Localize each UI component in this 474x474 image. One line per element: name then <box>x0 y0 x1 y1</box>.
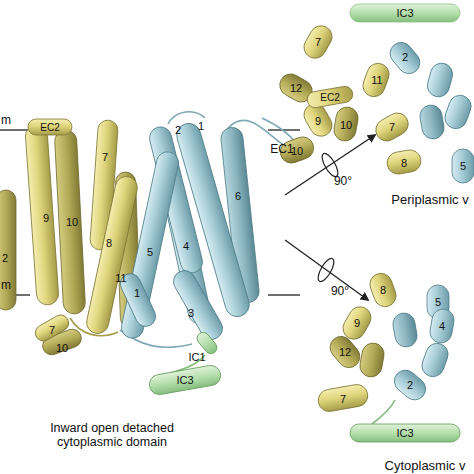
rotation-symbol <box>315 256 337 284</box>
loop <box>372 400 395 424</box>
helix-number: 10 <box>56 342 68 354</box>
structure-label: m <box>1 279 11 292</box>
helix-number: 2 <box>402 51 408 63</box>
helix-cylinder <box>419 340 451 379</box>
helix-number: 12 <box>339 346 351 358</box>
helix-cylinder <box>452 149 474 183</box>
structure-label: Inward open detached cytoplasmic domain <box>50 422 174 450</box>
structure-label: IC3 <box>396 427 413 439</box>
helix-number: 2 <box>175 124 181 136</box>
helix-number: 5 <box>147 246 153 258</box>
helix-number: 1 <box>134 287 140 299</box>
helix-number: 9 <box>43 212 49 224</box>
membrane-line <box>268 294 300 295</box>
helix-cylinder <box>339 303 375 343</box>
membrane-line <box>0 129 30 130</box>
structure-label: EC1 <box>270 143 293 156</box>
structure-label: m <box>1 114 11 127</box>
helix-cylinder <box>360 60 392 99</box>
helix-number: 10 <box>340 119 352 131</box>
helix-number: 7 <box>315 36 321 48</box>
helix-cylinder <box>358 341 386 378</box>
helix-cylinder <box>442 92 474 131</box>
helix-number: 1 <box>198 120 204 132</box>
structure-label: 90° <box>334 175 352 188</box>
structure-label: IC3 <box>176 374 193 386</box>
structure-label: Periplasmic v <box>391 193 468 207</box>
helix-cylinder <box>306 85 354 109</box>
helix-number: 8 <box>106 237 112 249</box>
helix-cylinder <box>390 366 430 405</box>
helix-cylinder <box>32 312 71 344</box>
helix-number: 8 <box>380 284 386 296</box>
structure-label: EC2 <box>320 92 339 103</box>
helix-cylinder <box>372 109 412 145</box>
helix-number: 10 <box>66 216 78 228</box>
helix-number: 11 <box>115 272 126 284</box>
helix-cylinder <box>0 190 16 310</box>
loop <box>70 318 118 336</box>
helix-number: 7 <box>49 324 55 336</box>
helix-cylinder <box>350 4 460 22</box>
helix-number: 11 <box>371 74 382 86</box>
helix-cylinder <box>316 383 369 413</box>
structure-label: Cytoplasmic v <box>385 459 466 473</box>
helix-cylinder <box>54 130 86 315</box>
structure-label: 90° <box>331 285 349 298</box>
helix-number: 10 <box>291 145 303 157</box>
helix-number: 9 <box>354 317 360 329</box>
helix-number: 12 <box>290 82 302 94</box>
helix-number: 2 <box>407 379 413 391</box>
helix-number: 2 <box>2 252 8 264</box>
helix-cylinder <box>148 364 222 396</box>
helix-cylinder <box>418 103 446 140</box>
helix-cylinder <box>28 119 72 135</box>
helix-cylinder <box>391 311 419 348</box>
helix-cylinder <box>169 267 226 344</box>
helix-number: 4 <box>183 240 189 252</box>
helix-number: 5 <box>460 160 466 172</box>
structure-label: IC1 <box>188 351 205 363</box>
helix-number: 7 <box>102 151 108 163</box>
helix-cylinder <box>300 22 336 62</box>
helix-number: 9 <box>315 115 321 127</box>
helix-cylinder <box>425 61 455 100</box>
helix-number: 8 <box>401 157 407 169</box>
structure-label: IC3 <box>396 7 413 19</box>
helix-cylinder <box>350 424 460 442</box>
helix-number: 6 <box>235 190 241 202</box>
helix-number: 7 <box>340 393 346 405</box>
helix-cylinder <box>367 270 399 309</box>
helix-cylinder <box>385 148 422 176</box>
helix-cylinder <box>428 307 456 344</box>
helix-cylinder <box>25 124 60 305</box>
helix-cylinder <box>386 38 425 78</box>
rotation-arrow <box>285 240 368 300</box>
helix-number: 4 <box>439 320 445 332</box>
helix-number: 5 <box>435 296 441 308</box>
helix-number: 3 <box>188 307 194 319</box>
helix-number: 7 <box>389 121 395 133</box>
structure-label: EC2 <box>40 122 59 133</box>
helix-cylinder <box>332 105 360 142</box>
